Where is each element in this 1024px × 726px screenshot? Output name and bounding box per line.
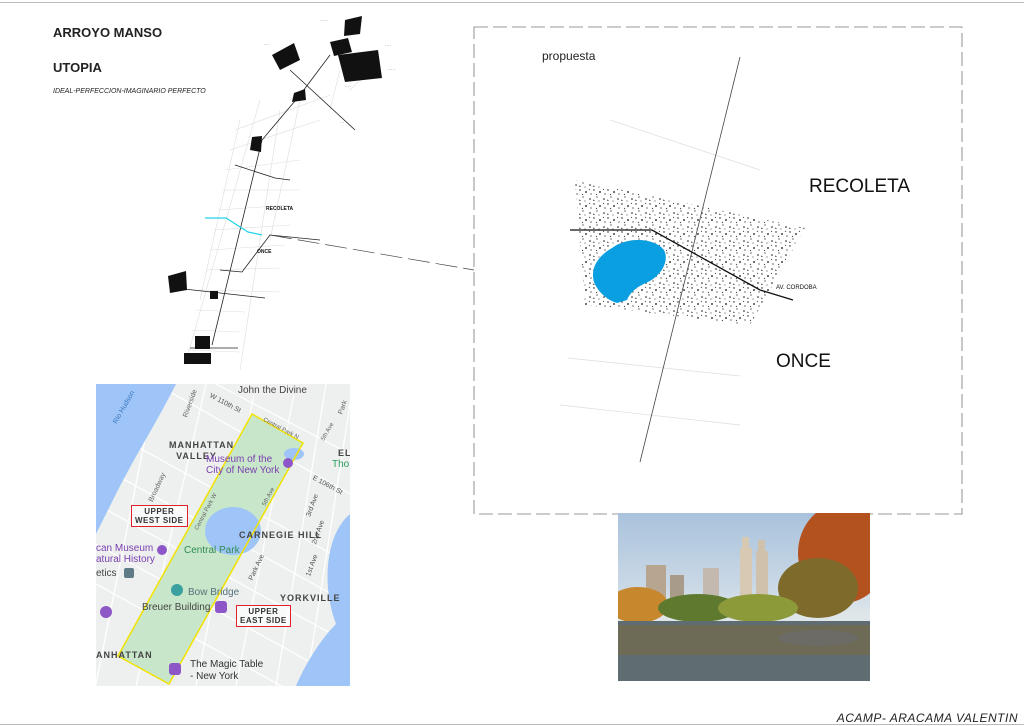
partial-label-el: EL (338, 448, 350, 458)
central-park (118, 414, 303, 684)
central-park-photo (618, 513, 870, 681)
plan-label-once: ONCE (257, 249, 272, 255)
axis-line (639, 56, 741, 463)
city-plan (184, 59, 381, 371)
nyc-map: John the Divine Tho EL Rio Hudson Rivers… (96, 384, 350, 686)
plan-label-recoleta: RECOLETA (266, 206, 294, 212)
proposal-label: propuesta (542, 49, 596, 63)
zoom-connector (269, 234, 475, 271)
district-manhattan: ANHATTAN (96, 650, 153, 660)
museum-icon (157, 545, 167, 555)
partial-label-tho: Tho (332, 459, 350, 470)
plan-blocks (168, 16, 382, 364)
museum-icon (169, 663, 181, 675)
tagline: IDEAL-PERFECCION-IMAGINARIO PERFECTO (53, 88, 206, 95)
shop-icon (124, 568, 134, 578)
upper-east-side-box: UPPER EAST SIDE (236, 605, 291, 627)
svg-text:. . . . .: . . . . . (320, 18, 328, 22)
svg-text:. . .: . . . (340, 120, 344, 124)
district-yorkville: YORKVILLE (280, 593, 341, 603)
district-manhattan-valley: MANHATTAN VALLEY (169, 440, 235, 461)
district-carnegie-hill: CARNEGIE HILL (239, 530, 323, 540)
park-outline (116, 412, 305, 686)
street-av-cordoba: AV. CORDOBA (776, 285, 817, 291)
museum-icon (100, 606, 112, 618)
poi-etics: etics (96, 568, 117, 579)
poi-magic-table[interactable]: The Magic Table - New York (190, 659, 264, 682)
svg-text:. . . .: . . . . (385, 43, 391, 47)
top-border (0, 2, 1024, 3)
svg-text:. . . .: . . . . (345, 84, 351, 88)
title: ARROYO MANSO (53, 25, 163, 40)
plan-axes (174, 54, 356, 349)
bridge-label: Bow Bridge (188, 587, 240, 598)
upper-west-side-box: UPPER WEST SIDE (131, 505, 188, 527)
museum-icon (283, 458, 293, 468)
museum-icon (215, 601, 227, 613)
partial-label-divine: John the Divine (236, 385, 309, 396)
water-blob (592, 239, 666, 303)
svg-text:. . . .: . . . . (264, 42, 270, 46)
district-recoleta: RECOLETA (809, 176, 911, 197)
subtitle: UTOPIA (53, 60, 102, 75)
stream-line (205, 217, 263, 236)
park-label: Central Park (184, 545, 240, 556)
av-cordoba-line (570, 229, 794, 301)
district-once: ONCE (776, 351, 831, 372)
poi-breuer[interactable]: Breuer Building (142, 602, 211, 613)
pin-icon (171, 584, 183, 596)
bottom-border (0, 724, 1024, 725)
svg-text:. . . . .: . . . . . (388, 67, 396, 71)
poi-museum-city-ny[interactable]: Museum of the City of New York (206, 454, 280, 476)
author-credit: ACAMP- ARACAMA VALENTIN (836, 711, 1018, 725)
poi-natural-history[interactable]: can Museum atural History (96, 543, 155, 565)
